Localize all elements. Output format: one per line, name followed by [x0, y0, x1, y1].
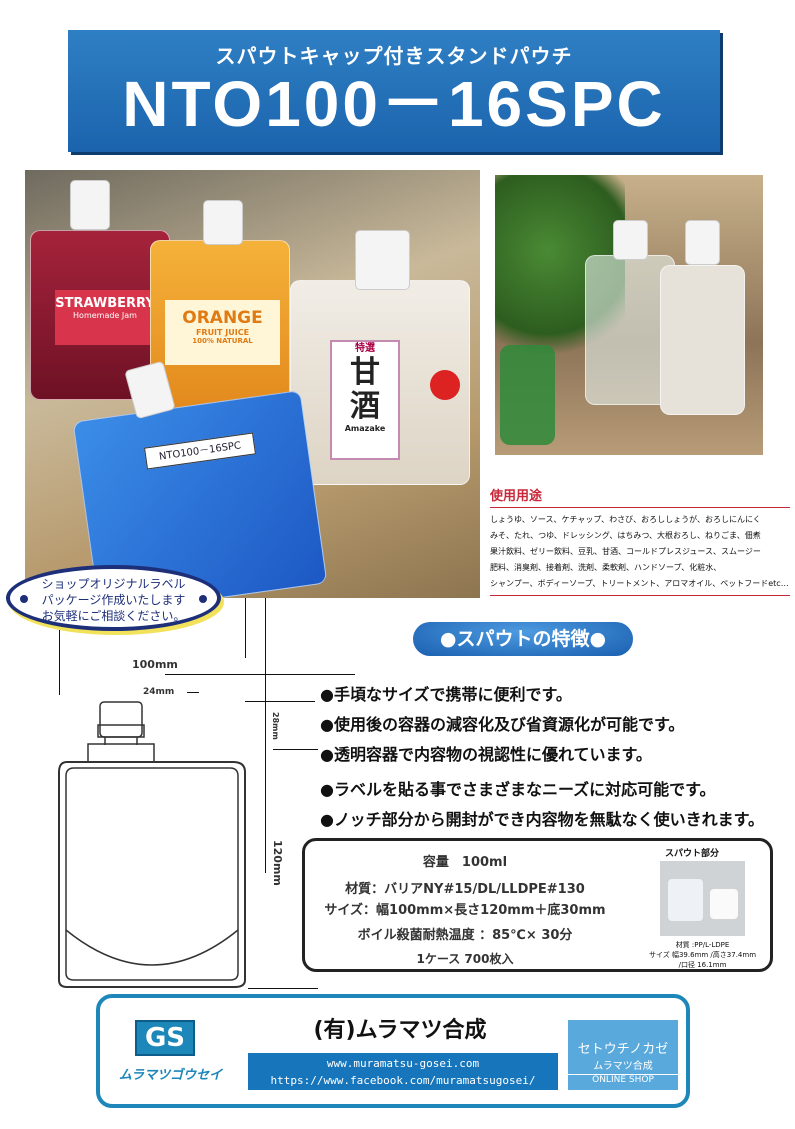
width-dimension: 100mm — [132, 658, 178, 671]
spout-cap — [710, 889, 738, 919]
tomato — [430, 370, 460, 400]
product-photo-usage — [495, 175, 763, 455]
spec-case: 1ケース 700枚入 — [416, 952, 514, 966]
amazake-sub: Amazake — [344, 424, 386, 433]
guide-line — [248, 988, 318, 989]
amazake-label: 甘酒 — [350, 355, 380, 424]
cap — [355, 230, 410, 290]
feature-item: ●ノッチ部分から開封ができ内容物を無駄なく使いきれます。 — [320, 810, 765, 829]
guide-line — [273, 749, 318, 750]
online-shop-banner[interactable]: セトウチノカゼ ムラマツ合成 ONLINE SHOP — [568, 1020, 678, 1090]
feature-item: ●使用後の容器の減容化及び省資源化が可能です。 — [320, 715, 685, 734]
orange-sub: FRUIT JUICE — [195, 328, 250, 337]
glass-vase — [500, 345, 555, 445]
dot — [20, 595, 28, 603]
orange-label: ORANGE — [182, 308, 263, 328]
usage-title: 使用用途 — [490, 485, 790, 508]
guide-line — [265, 598, 266, 873]
website-link[interactable]: www.muramatsu-gosei.com — [326, 1057, 480, 1070]
spout-mouth: /口径 16.1mm — [678, 961, 727, 969]
company-logo-icon: GS — [135, 1020, 195, 1056]
strawberry-sub: Homemade Jam — [73, 311, 137, 320]
spout-height-dimension: 28mm — [271, 712, 280, 740]
spout-material: 材質 :PP/L-LDPE — [675, 941, 730, 949]
bubble-line: パッケージ作成いたします — [41, 593, 186, 607]
usage-line: しょうゆ、ソース、ケチャップ、わさび、おろししょうが、おろしにんにく — [490, 515, 761, 524]
bubble-line: お気軽にご相談ください。 — [41, 609, 186, 623]
guide-line — [59, 630, 60, 695]
guide-line — [165, 674, 355, 675]
feature-item: ●透明容器で内容物の視認性に優れています。 — [320, 745, 652, 764]
usage-line: 肥料、消臭剤、接着剤、洗剤、柔軟剤、ハンドソープ、化粧水、 — [490, 563, 722, 572]
url-box: www.muramatsu-gosei.com https://www.face… — [248, 1053, 558, 1090]
orange-sub2: 100% NATURAL — [192, 337, 253, 345]
usage-line: シャンプー、ボディーソープ、トリートメント、アロマオイル、ペットフードetc… — [490, 579, 789, 588]
spout-photo — [660, 861, 745, 936]
amazake-top: 特選 — [355, 343, 375, 354]
feature-item: ●手頃なサイズで携帯に便利です。 — [320, 685, 572, 704]
logo-text: ムラマツゴウセイ — [118, 1068, 223, 1083]
height-dimension: 120mm — [271, 840, 284, 886]
spout-details: 材質 :PP/L-LDPE サイズ 幅39.6mm /高さ37.4mm /口径 … — [635, 940, 770, 970]
cap — [203, 200, 243, 245]
company-name: (有)ムラマツ合成 — [313, 1018, 487, 1043]
bubble-line: ショップオリジナルラベル — [41, 577, 186, 591]
cap — [685, 220, 720, 265]
pouch-granules — [660, 265, 745, 415]
cap — [70, 180, 110, 230]
strawberry-label: STRAWBERRY — [55, 296, 155, 311]
shop-label: ONLINE SHOP — [568, 1074, 678, 1085]
spout-size: サイズ 幅39.6mm /高さ37.4mm — [648, 951, 757, 959]
product-title: NTO100－16SPC — [122, 68, 666, 140]
header-subtitle: スパウトキャップ付きスタンドパウチ — [215, 44, 573, 68]
guide-line — [245, 701, 315, 702]
shop-company: ムラマツ合成 — [593, 1061, 653, 1072]
header-banner: スパウトキャップ付きスタンドパウチ NTO100－16SPC — [68, 30, 720, 152]
spec-capacity: 容量 100ml — [422, 855, 508, 870]
usage-list: しょうゆ、ソース、ケチャップ、わさび、おろししょうが、おろしにんにく みそ、たれ… — [490, 508, 790, 596]
spout-title: スパウト部分 — [665, 849, 720, 859]
feature-item: ●ラベルを貼る事でさまざまなニーズに対応可能です。 — [320, 780, 716, 799]
guide-line — [245, 598, 246, 658]
usage-line: 果汁飲料、ゼリー飲料、豆乳、甘酒、コールドプレスジュース、スムージー — [490, 547, 761, 556]
spec-size: サイズ：幅100mm×長さ120mm＋底30mm — [324, 903, 606, 918]
pouch-diagram — [58, 701, 246, 988]
usage-line: みそ、たれ、つゆ、ドレッシング、はちみつ、大根おろし、ねりごま、佃煮 — [490, 531, 761, 540]
dot — [199, 595, 207, 603]
cap — [613, 220, 648, 260]
usage-section: 使用用途 しょうゆ、ソース、ケチャップ、わさび、おろししょうが、おろしにんにく … — [490, 485, 790, 596]
guide-line — [187, 692, 199, 693]
spout-dimension: 24mm — [143, 687, 175, 697]
facebook-link[interactable]: https://www.facebook.com/muramatsugosei/ — [270, 1074, 536, 1087]
company-footer: GS ムラマツゴウセイ (有)ムラマツ合成 www.muramatsu-gose… — [96, 994, 690, 1108]
spec-box: 容量 100ml 材質：バリアNY#15/DL/LLDPE#130 サイズ：幅1… — [302, 838, 773, 972]
features-title: ●スパウトの特徴● — [413, 622, 633, 656]
shop-name: セトウチノカゼ — [577, 1042, 669, 1057]
custom-label-bubble: ショップオリジナルラベル パッケージ作成いたします お気軽にご相談ください。 — [6, 565, 221, 631]
spec-boil: ボイル殺菌耐熱温度 ：85℃× 30分 — [357, 928, 573, 943]
spec-material: 材質：バリアNY#15/DL/LLDPE#130 — [345, 882, 585, 897]
spout-body — [668, 879, 703, 921]
